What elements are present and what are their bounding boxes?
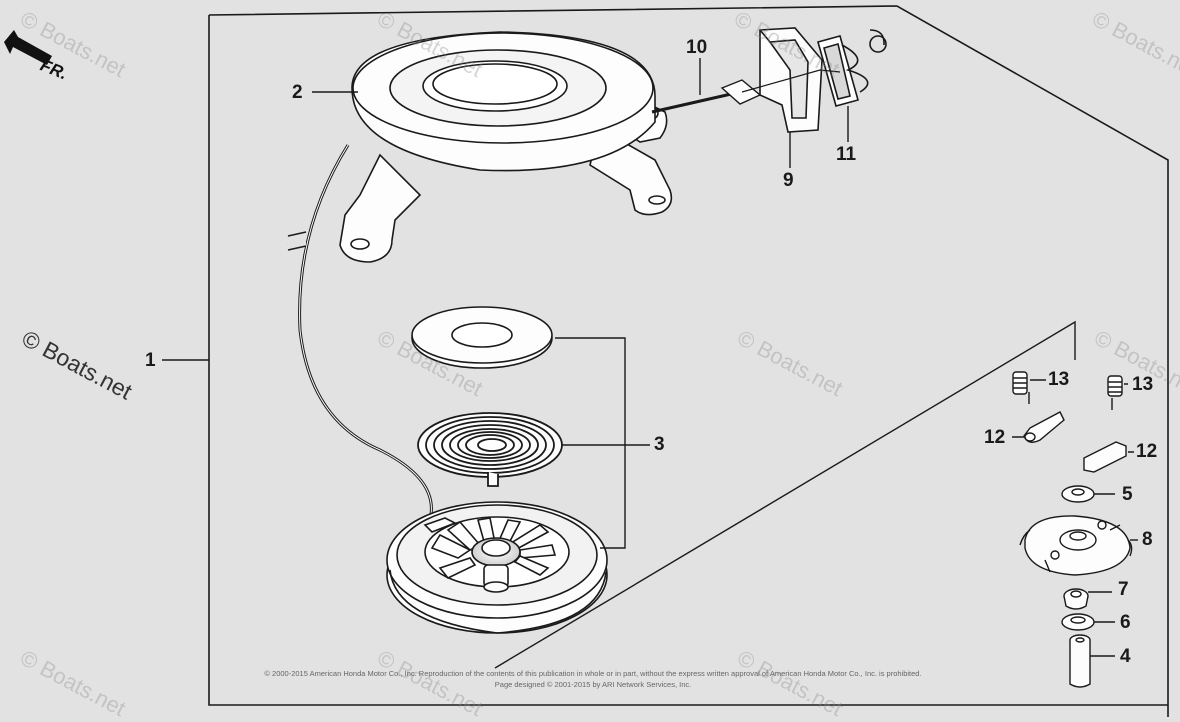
front-direction-arrow-icon bbox=[4, 30, 52, 65]
callout-part-4: 4 bbox=[1120, 646, 1131, 667]
callout-part-11: 11 bbox=[836, 144, 857, 165]
collar-part-4 bbox=[1069, 634, 1091, 688]
ratchet-left bbox=[1023, 411, 1065, 443]
starter-case bbox=[339, 31, 673, 263]
callout-part-13-left: 13 bbox=[1048, 369, 1070, 390]
ratchet-spring-right bbox=[1107, 375, 1123, 410]
rope-joint bbox=[720, 79, 762, 105]
subassembly-frame bbox=[494, 320, 1076, 669]
callout-part-6: 6 bbox=[1120, 612, 1131, 633]
starter-grip bbox=[759, 27, 823, 133]
callout-part-12-left: 12 bbox=[984, 427, 1006, 448]
callout-part-5: 5 bbox=[1122, 484, 1133, 505]
recoil-spring bbox=[417, 412, 563, 487]
copyright-notice: © 2000-2015 American Honda Motor Co., In… bbox=[178, 668, 1008, 690]
copyright-line-1: © 2000-2015 American Honda Motor Co., In… bbox=[264, 669, 922, 678]
washer-part-6 bbox=[1061, 613, 1095, 631]
callout-part-13-right: 13 bbox=[1132, 374, 1154, 395]
callout-part-3: 3 bbox=[654, 434, 665, 455]
starter-reel bbox=[386, 501, 608, 634]
callout-part-8: 8 bbox=[1142, 529, 1153, 550]
callout-part-2: 2 bbox=[292, 82, 303, 103]
callout-part-1: 1 bbox=[145, 350, 156, 371]
spring-cover-plate bbox=[411, 306, 553, 369]
callout-part-10: 10 bbox=[686, 37, 708, 58]
callout-part-7: 7 bbox=[1118, 579, 1129, 600]
leader-group-3 bbox=[555, 337, 650, 549]
callout-part-9: 9 bbox=[783, 170, 794, 191]
nut-part-7 bbox=[1063, 588, 1089, 610]
ratchet-spring-left bbox=[1012, 371, 1030, 404]
callout-part-12-right: 12 bbox=[1136, 441, 1158, 462]
washer-part-5 bbox=[1061, 485, 1095, 503]
ratchet-right bbox=[1083, 441, 1127, 473]
copyright-line-2: Page designed © 2001-2015 by ARI Network… bbox=[494, 680, 692, 689]
assembly-frame bbox=[208, 5, 1169, 718]
friction-plate-part-8 bbox=[1019, 515, 1133, 576]
